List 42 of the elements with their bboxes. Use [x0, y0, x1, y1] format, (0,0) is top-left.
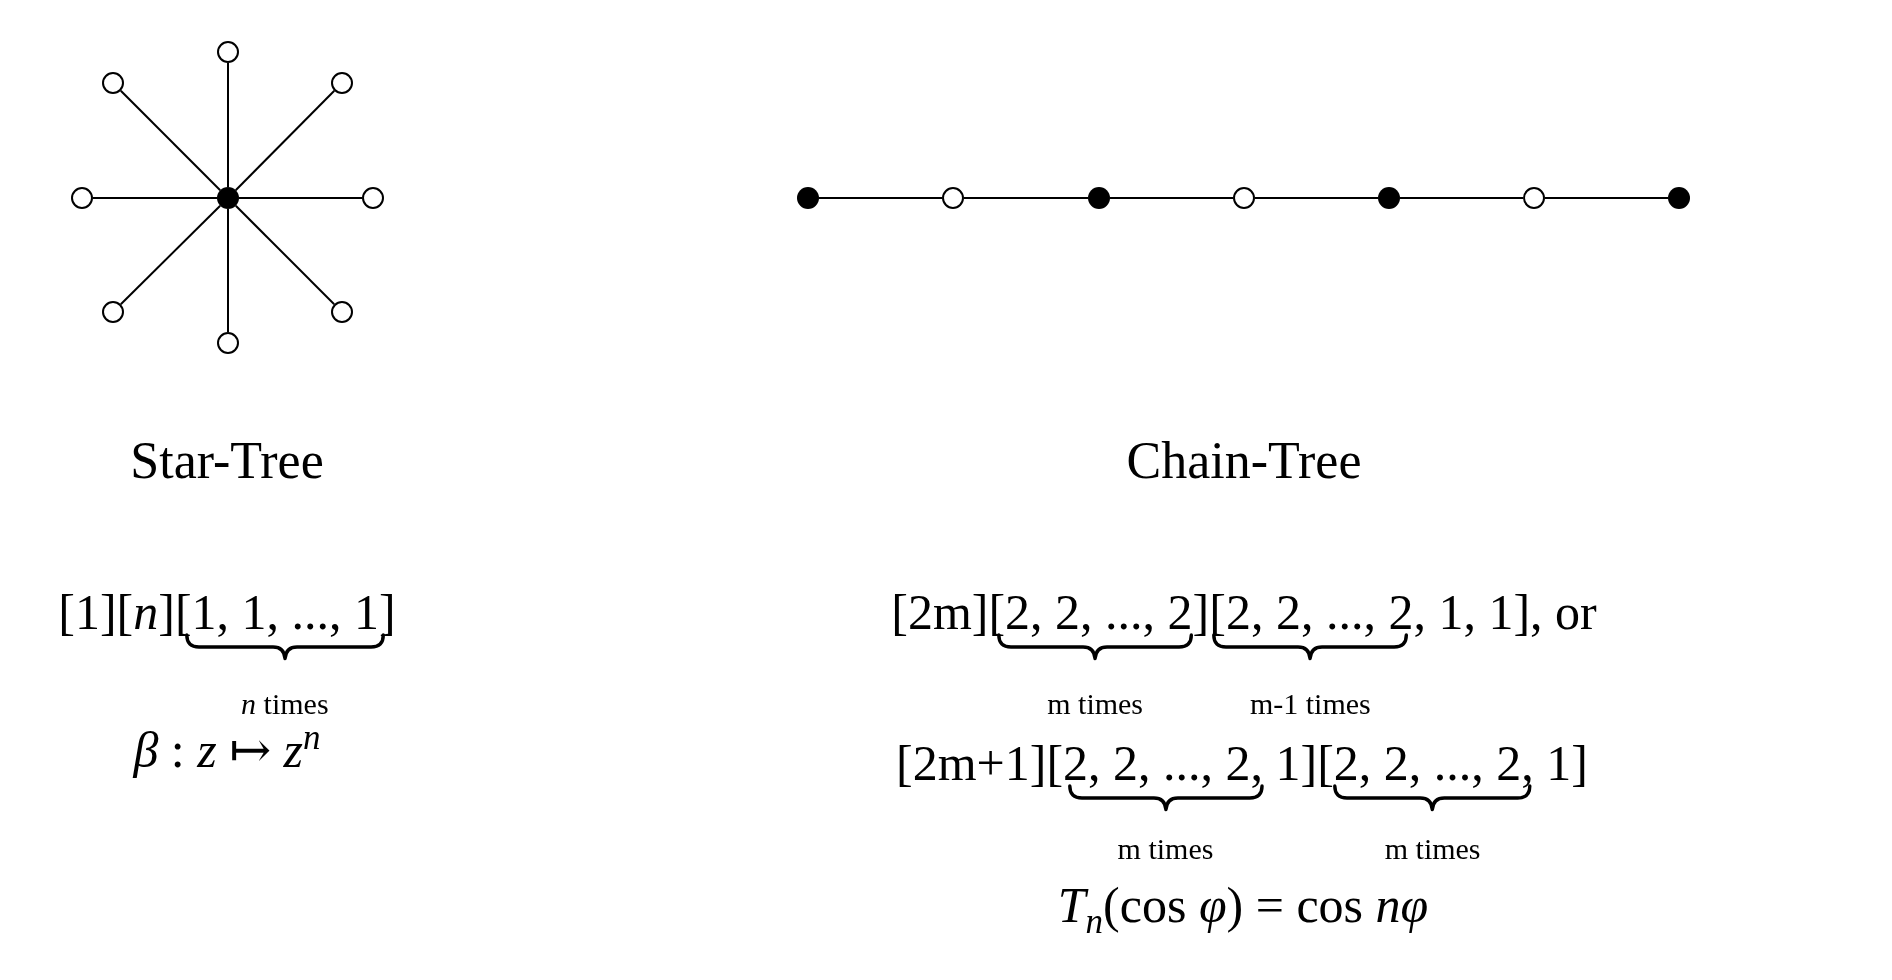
formula: [2m+1][2, 2, ..., 2, 1][2, 2, ..., 2, 1]	[896, 735, 1588, 791]
tree-title: Star-Tree	[130, 432, 324, 490]
edge-line	[234, 204, 336, 306]
hollow-vertex	[331, 72, 353, 94]
edge-line	[963, 197, 1089, 199]
brace-label: m times	[1384, 831, 1481, 865]
hollow-vertex	[942, 187, 964, 209]
solid-vertex	[1668, 187, 1690, 209]
edge-line	[1254, 197, 1379, 199]
edge-line	[119, 89, 222, 192]
brace-label: m-1 times	[1249, 686, 1371, 720]
edge-line	[234, 89, 336, 192]
brace-label: m times	[1117, 831, 1214, 865]
hollow-vertex	[331, 301, 353, 323]
solid-vertex	[1088, 187, 1110, 209]
formula: [2m][2, 2, ..., 2][2, 2, ..., 2, 1, 1], or	[891, 584, 1597, 640]
hollow-vertex	[217, 41, 239, 63]
formula: [1][n][1, 1, ..., 1]	[58, 584, 396, 640]
hollow-vertex	[1523, 187, 1545, 209]
solid-vertex	[217, 187, 239, 209]
edge-line	[227, 62, 229, 188]
hollow-vertex	[362, 187, 384, 209]
edge-line	[238, 197, 363, 199]
brace-label: m times	[1047, 686, 1144, 720]
hollow-vertex	[217, 332, 239, 354]
solid-vertex	[797, 187, 819, 209]
hollow-vertex	[1233, 187, 1255, 209]
hollow-vertex	[102, 72, 124, 94]
formula: β : z ↦ z$^{n}$	[133, 722, 321, 778]
brace-label: n times	[241, 686, 329, 720]
tree-title: Chain-Tree	[1126, 432, 1362, 490]
edge-line	[1399, 197, 1524, 199]
hollow-vertex	[71, 187, 93, 209]
edge-line	[818, 197, 943, 199]
solid-vertex	[1378, 187, 1400, 209]
edge-line	[1109, 197, 1234, 199]
edge-line	[1544, 197, 1669, 199]
formula: T$_{n}$(cos φ) = cos nφ	[1057, 877, 1429, 933]
edge-line	[119, 204, 222, 306]
edge-line	[92, 197, 218, 199]
edge-line	[227, 208, 229, 333]
hollow-vertex	[102, 301, 124, 323]
